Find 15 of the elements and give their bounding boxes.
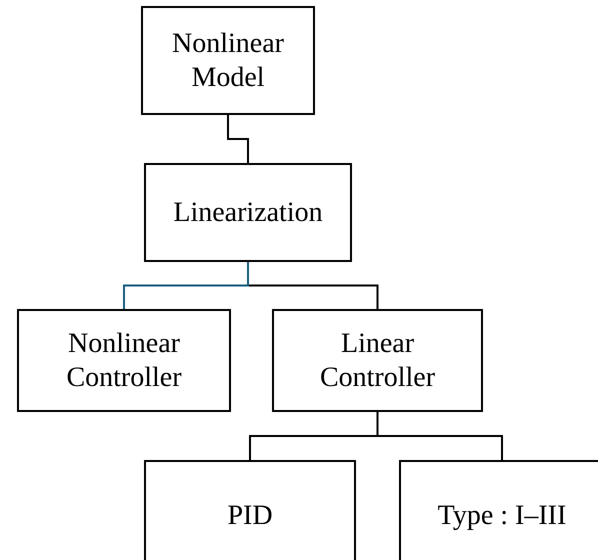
box-label: PID — [227, 499, 273, 533]
process-box — [272, 309, 483, 412]
box-label: Type : I–III — [438, 499, 566, 533]
connector-line — [123, 262, 249, 309]
process-box — [144, 460, 356, 560]
box-label: Linearization — [173, 196, 323, 230]
process-box — [141, 6, 315, 115]
box-label: Nonlinear Controller — [65, 326, 183, 394]
connector-line — [227, 115, 249, 163]
box-label: Nonlinear Model — [171, 26, 285, 94]
process-box — [399, 460, 598, 560]
process-box — [144, 163, 352, 262]
box-label: Linear Controller — [318, 326, 436, 394]
process-box — [17, 309, 231, 412]
connector-line — [376, 412, 503, 460]
